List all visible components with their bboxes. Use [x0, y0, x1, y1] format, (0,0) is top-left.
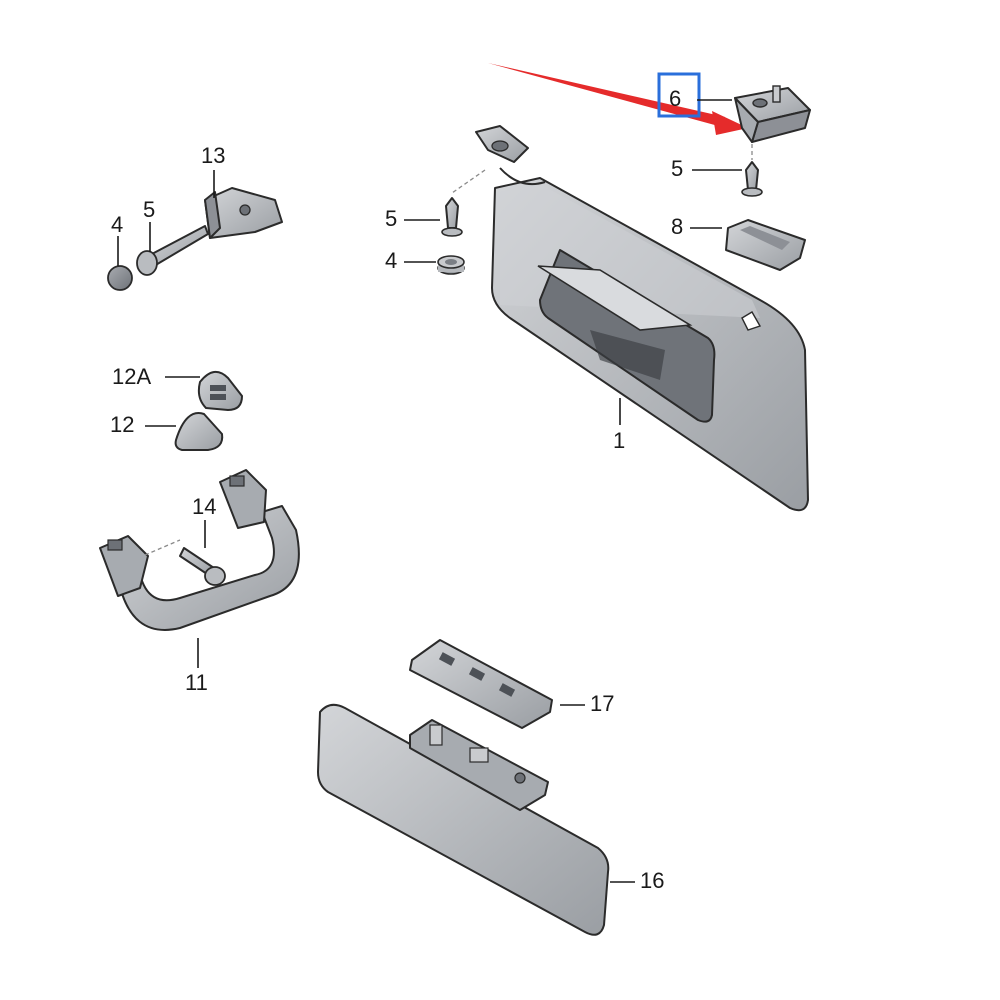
callout-12a: 12A	[112, 364, 151, 389]
callout-1: 1	[613, 428, 625, 453]
part-5-screw-middle	[441, 197, 463, 237]
callout-5-middle: 5	[385, 206, 397, 231]
callout-12: 12	[110, 412, 134, 437]
callout-8: 8	[671, 214, 683, 239]
callout-5-right: 5	[671, 156, 683, 181]
callout-13: 13	[201, 143, 225, 168]
part-5-screw-left	[136, 225, 209, 276]
part-8-cover	[725, 219, 806, 271]
callout-17: 17	[590, 691, 614, 716]
highlight-box	[657, 72, 701, 118]
part-13-bracket	[204, 187, 283, 239]
part-6-bracket	[734, 85, 811, 143]
callout-11: 11	[185, 670, 208, 695]
callout-5-left: 5	[143, 197, 155, 222]
part-16-mirror-panel	[317, 703, 610, 936]
part-4-cap-left	[107, 265, 133, 291]
callout-4-left: 4	[111, 212, 123, 237]
callout-14: 14	[192, 494, 216, 519]
callout-6: 6	[669, 86, 681, 111]
callout-16: 16	[640, 868, 664, 893]
part-17-plate	[409, 639, 553, 729]
part-1-sun-visor	[475, 125, 809, 512]
callout-4-middle: 4	[385, 248, 397, 273]
part-12a-cover	[197, 371, 243, 411]
part-12-cover	[174, 412, 224, 451]
part-5-screw-right	[741, 144, 763, 197]
part-4-washer-middle	[437, 255, 465, 275]
part-14-screw	[144, 539, 226, 586]
part-11-grab-handle	[99, 469, 300, 631]
leader-lines	[117, 99, 742, 883]
highlight-arrow	[488, 63, 748, 135]
